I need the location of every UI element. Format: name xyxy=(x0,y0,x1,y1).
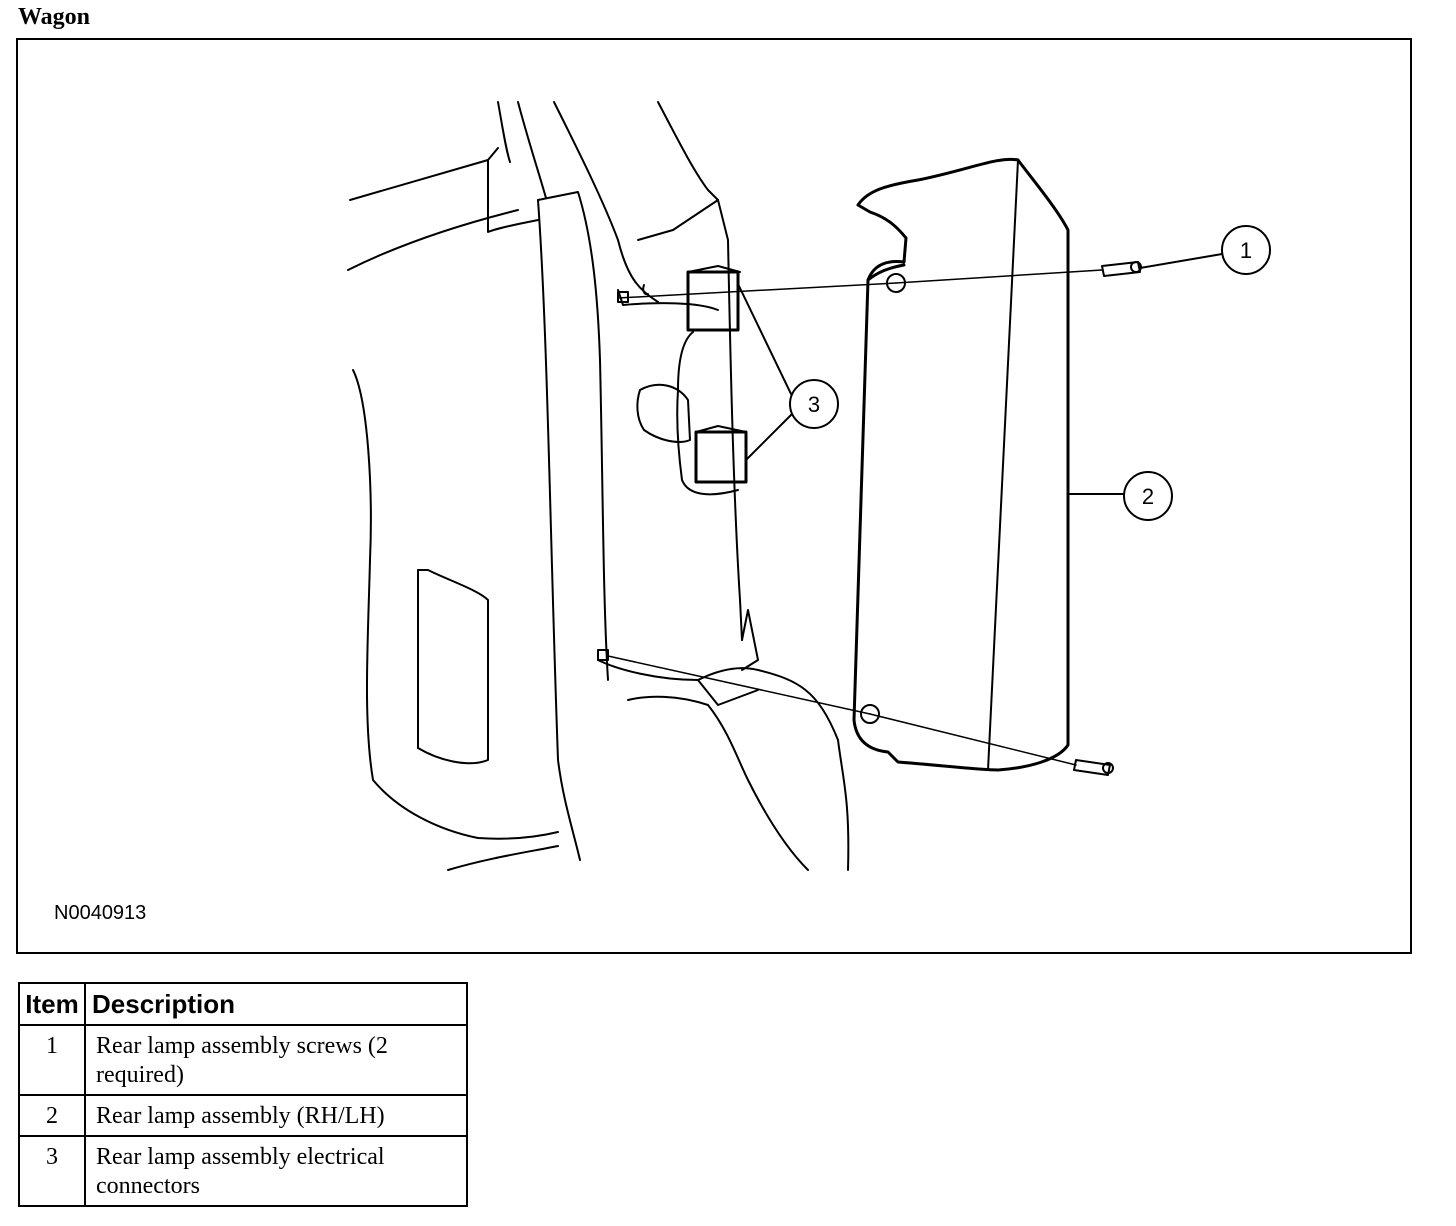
table-row: 2 Rear lamp assembly (RH/LH) xyxy=(18,1094,468,1137)
legend-header-item: Item xyxy=(18,982,86,1026)
legend-header-description: Description xyxy=(84,982,468,1026)
legend-item-number: 3 xyxy=(18,1135,86,1207)
legend-item-description: Rear lamp assembly screws (2 required) xyxy=(84,1024,468,1096)
rear-lamp-illustration: 1 2 3 xyxy=(347,101,1271,871)
table-row: 3 Rear lamp assembly electrical connecto… xyxy=(18,1135,468,1207)
callout-3: 3 xyxy=(737,283,839,461)
legend-item-description: Rear lamp assembly electrical connectors xyxy=(84,1135,468,1207)
legend-item-number: 1 xyxy=(18,1024,86,1096)
electrical-connectors xyxy=(636,265,748,496)
vehicle-body-linework xyxy=(347,101,850,871)
legend-item-number: 2 xyxy=(18,1094,86,1137)
figure-id: N0040913 xyxy=(54,902,147,924)
callout-1: 1 xyxy=(1139,225,1271,275)
legend-table: Item Description 1 Rear lamp assembly sc… xyxy=(18,982,468,1207)
callout-1-label: 1 xyxy=(1240,238,1252,263)
legend-item-description: Rear lamp assembly (RH/LH) xyxy=(84,1094,468,1137)
legend-header-row: Item Description xyxy=(18,982,468,1026)
section-title: Wagon xyxy=(18,4,91,30)
callout-2: 2 xyxy=(1067,471,1173,521)
callout-2-label: 2 xyxy=(1142,484,1154,509)
rear-lamp-assembly xyxy=(852,157,1070,772)
callout-3-label: 3 xyxy=(808,392,820,417)
figure-frame: 1 2 3 N0040913 xyxy=(16,38,1412,954)
table-row: 1 Rear lamp assembly screws (2 required) xyxy=(18,1024,468,1096)
